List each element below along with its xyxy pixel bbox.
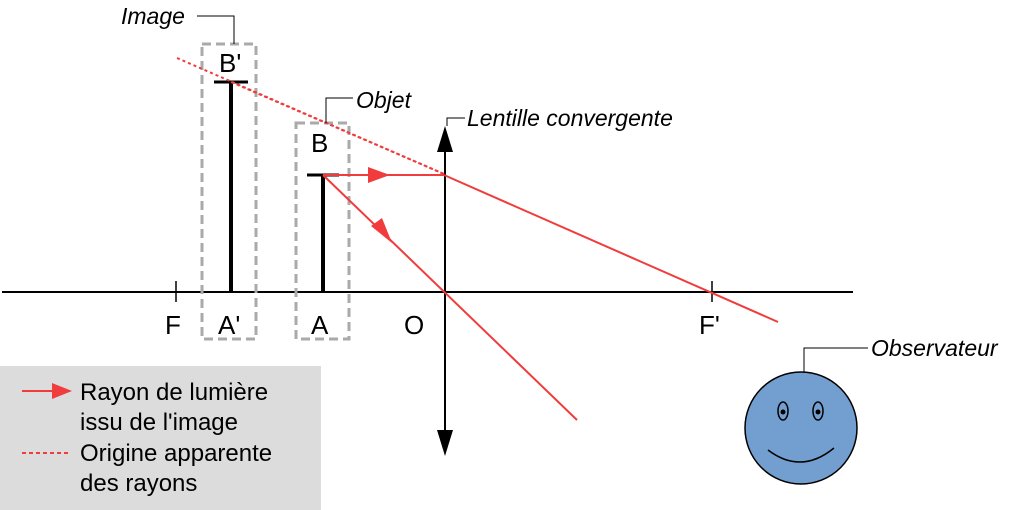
legend: Rayon de lumière issu de l'image Origine… — [0, 366, 321, 510]
callout-line-image — [197, 15, 235, 44]
ray-parallel-arrowhead — [368, 167, 390, 183]
legend-origin-line2: des rayons — [80, 470, 197, 497]
label-F: F — [165, 310, 181, 340]
observer-left-eye — [777, 401, 789, 421]
legend-ray-line1: Rayon de lumière — [80, 379, 268, 406]
lens-arrow-top — [437, 126, 453, 152]
legend-ray-line2: issu de l'image — [80, 409, 238, 436]
ray-through-center — [322, 174, 578, 421]
apparent-ray-2 — [230, 81, 445, 175]
callout-observer: Observateur — [871, 335, 999, 361]
label-B: B — [311, 128, 328, 158]
label-A-prime: A' — [218, 310, 240, 340]
lens-arrow-bottom — [437, 430, 453, 456]
label-O: O — [404, 310, 424, 340]
callout-objet: Objet — [356, 87, 413, 113]
callout-line-objet — [325, 97, 353, 123]
ray-center-arrowhead — [371, 218, 392, 243]
object-box — [294, 121, 351, 341]
callout-line-lens — [446, 117, 465, 126]
image-box — [200, 42, 258, 341]
observer-mouth — [767, 447, 835, 463]
label-F-prime: F' — [699, 310, 720, 340]
label-B-prime: B' — [219, 48, 241, 78]
ray-refracted — [443, 174, 779, 323]
legend-ray-arrowhead — [52, 383, 72, 399]
callout-line-observer — [803, 347, 868, 372]
observer-face — [744, 371, 858, 485]
legend-origin-line1: Origine apparente — [80, 440, 272, 467]
callout-image: Image — [121, 3, 185, 29]
label-A: A — [311, 310, 329, 340]
callout-lens: Lentille convergente — [467, 105, 673, 131]
observer-right-eye — [812, 401, 824, 421]
